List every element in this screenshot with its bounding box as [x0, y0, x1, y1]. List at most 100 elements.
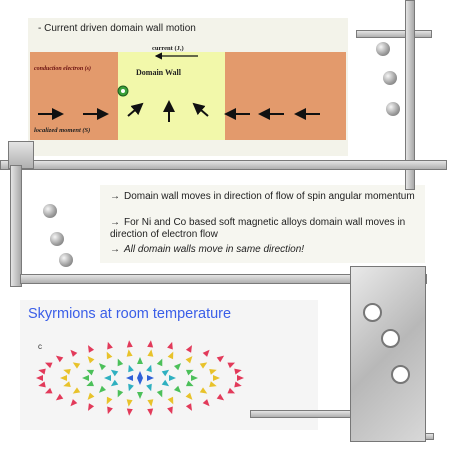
spin-cone-icon [55, 393, 64, 401]
spin-cone-icon [147, 375, 154, 381]
spin-cone-icon [106, 396, 113, 405]
spin-cone-icon [117, 358, 124, 367]
spin-cone-icon [88, 403, 95, 411]
spin-cone-icon [104, 375, 111, 381]
spin-cone-icon [70, 349, 78, 357]
block-hole [391, 365, 410, 384]
spin-cone-icon [137, 357, 143, 364]
spin-cone-icon [70, 399, 78, 407]
spin-cone-icon [185, 403, 192, 411]
spin-cone-icon [63, 381, 71, 388]
metal-ball [383, 71, 397, 85]
bullet-text: For Ni and Co based soft magnetic alloys… [110, 217, 406, 240]
spin-cone-icon [55, 355, 64, 363]
spin-cone-icon [106, 351, 113, 360]
spin-cone-icon [38, 368, 46, 375]
spin-cone-icon [156, 389, 163, 398]
spin-cone-icon [185, 392, 193, 400]
block-hole [363, 303, 382, 322]
spin-cone-icon [44, 387, 53, 394]
spin-cone-icon [63, 368, 71, 375]
spin-cone-icon [137, 392, 143, 399]
metal-block [350, 266, 426, 442]
spin-cone-icon [82, 375, 89, 381]
spin-cone-icon [234, 381, 242, 388]
spin-cone-icon [98, 385, 107, 393]
spin-cone-icon [137, 378, 143, 385]
metal-ball [386, 102, 400, 116]
spin-cone-icon [38, 381, 46, 388]
spin-cone-icon [107, 406, 113, 415]
bullet-item: → Domain wall moves in direction of flow … [110, 191, 415, 203]
spin-cone-icon [126, 349, 133, 357]
bullet-item: →For Ni and Co based soft magnetic alloy… [110, 217, 410, 241]
spin-cone-icon [117, 389, 124, 398]
spin-cone-icon [128, 383, 134, 392]
spin-cone-icon [147, 340, 154, 348]
spin-cone-icon [126, 375, 133, 381]
spin-cone-icon [216, 355, 225, 363]
spin-cone-icon [60, 375, 67, 381]
spin-cone-icon [156, 358, 163, 367]
spin-cone-icon [227, 387, 236, 394]
moment-arrow [192, 102, 209, 117]
spin-cone-icon [167, 396, 174, 405]
spin-cone-icon [202, 399, 210, 407]
metal-ball [50, 232, 64, 246]
spin-cone-icon [86, 369, 95, 376]
bullet-item: → All domain walls move in same direction… [110, 244, 304, 256]
bullet-text: All domain walls move in same direction! [124, 244, 305, 255]
spin-cone-icon [191, 375, 198, 381]
current-label: current (Jₑ) [152, 45, 184, 52]
metal-bar [356, 30, 432, 38]
metal-ball [376, 42, 390, 56]
spin-cone-icon [88, 345, 95, 353]
metal-bar [0, 160, 447, 170]
domain-wall-region [118, 52, 225, 140]
spin-cone-icon [126, 340, 133, 348]
spin-cone-icon [167, 406, 173, 415]
spin-cone-icon [199, 387, 208, 394]
spin-cone-icon [146, 364, 152, 373]
localized-moment-label: localized moment (S) [34, 127, 91, 134]
spin-cone-icon [161, 379, 170, 387]
spin-cone-icon [107, 341, 113, 350]
spin-cone-icon [173, 363, 182, 371]
skyrmion-panel: Skyrmions at room temperature c [20, 300, 318, 430]
spin-cone-icon [110, 369, 119, 377]
slide-title: - Current driven domain wall motion [38, 23, 196, 34]
spin-cone-icon [185, 380, 194, 387]
spin-cone-icon [234, 368, 242, 375]
spin-cone-icon [185, 345, 192, 353]
block-hole [381, 329, 400, 348]
spin-cone-icon [36, 375, 43, 381]
spin-cone-icon [213, 375, 220, 381]
domain-wall-label: Domain Wall [136, 68, 181, 77]
spin-cone-icon [126, 399, 133, 407]
spin-cone-icon [146, 383, 152, 392]
panel-letter: c [38, 342, 42, 351]
bullet-text: Domain wall moves in direction of flow o… [124, 191, 415, 202]
spin-cone-icon [44, 362, 53, 369]
arrow-bullet-icon: → [110, 217, 120, 228]
arrow-bullet-icon: → [110, 244, 120, 255]
spin-cone-icon [126, 408, 133, 416]
domain-wall-slide: - Current driven domain wall motion Doma… [28, 18, 348, 156]
spin-cone-icon [185, 356, 193, 364]
metal-ball [59, 253, 73, 267]
spin-cone-icon [202, 349, 210, 357]
bullet-panel: → Domain wall moves in direction of flow … [100, 185, 425, 263]
spin-cone-icon [147, 408, 154, 416]
metal-bar [10, 165, 22, 287]
spin-cone-icon [161, 369, 170, 377]
metal-bar [405, 0, 415, 190]
moment-arrow [127, 102, 144, 117]
spin-cone-icon [216, 393, 225, 401]
spin-cone-icon [86, 380, 95, 387]
spin-cone-icon [147, 399, 154, 407]
spin-cone-icon [209, 368, 217, 375]
spin-cone-icon [72, 362, 81, 369]
arrow-bullet-icon: → [110, 191, 120, 202]
metal-bar [20, 274, 427, 284]
spin-cone-icon [72, 387, 81, 394]
